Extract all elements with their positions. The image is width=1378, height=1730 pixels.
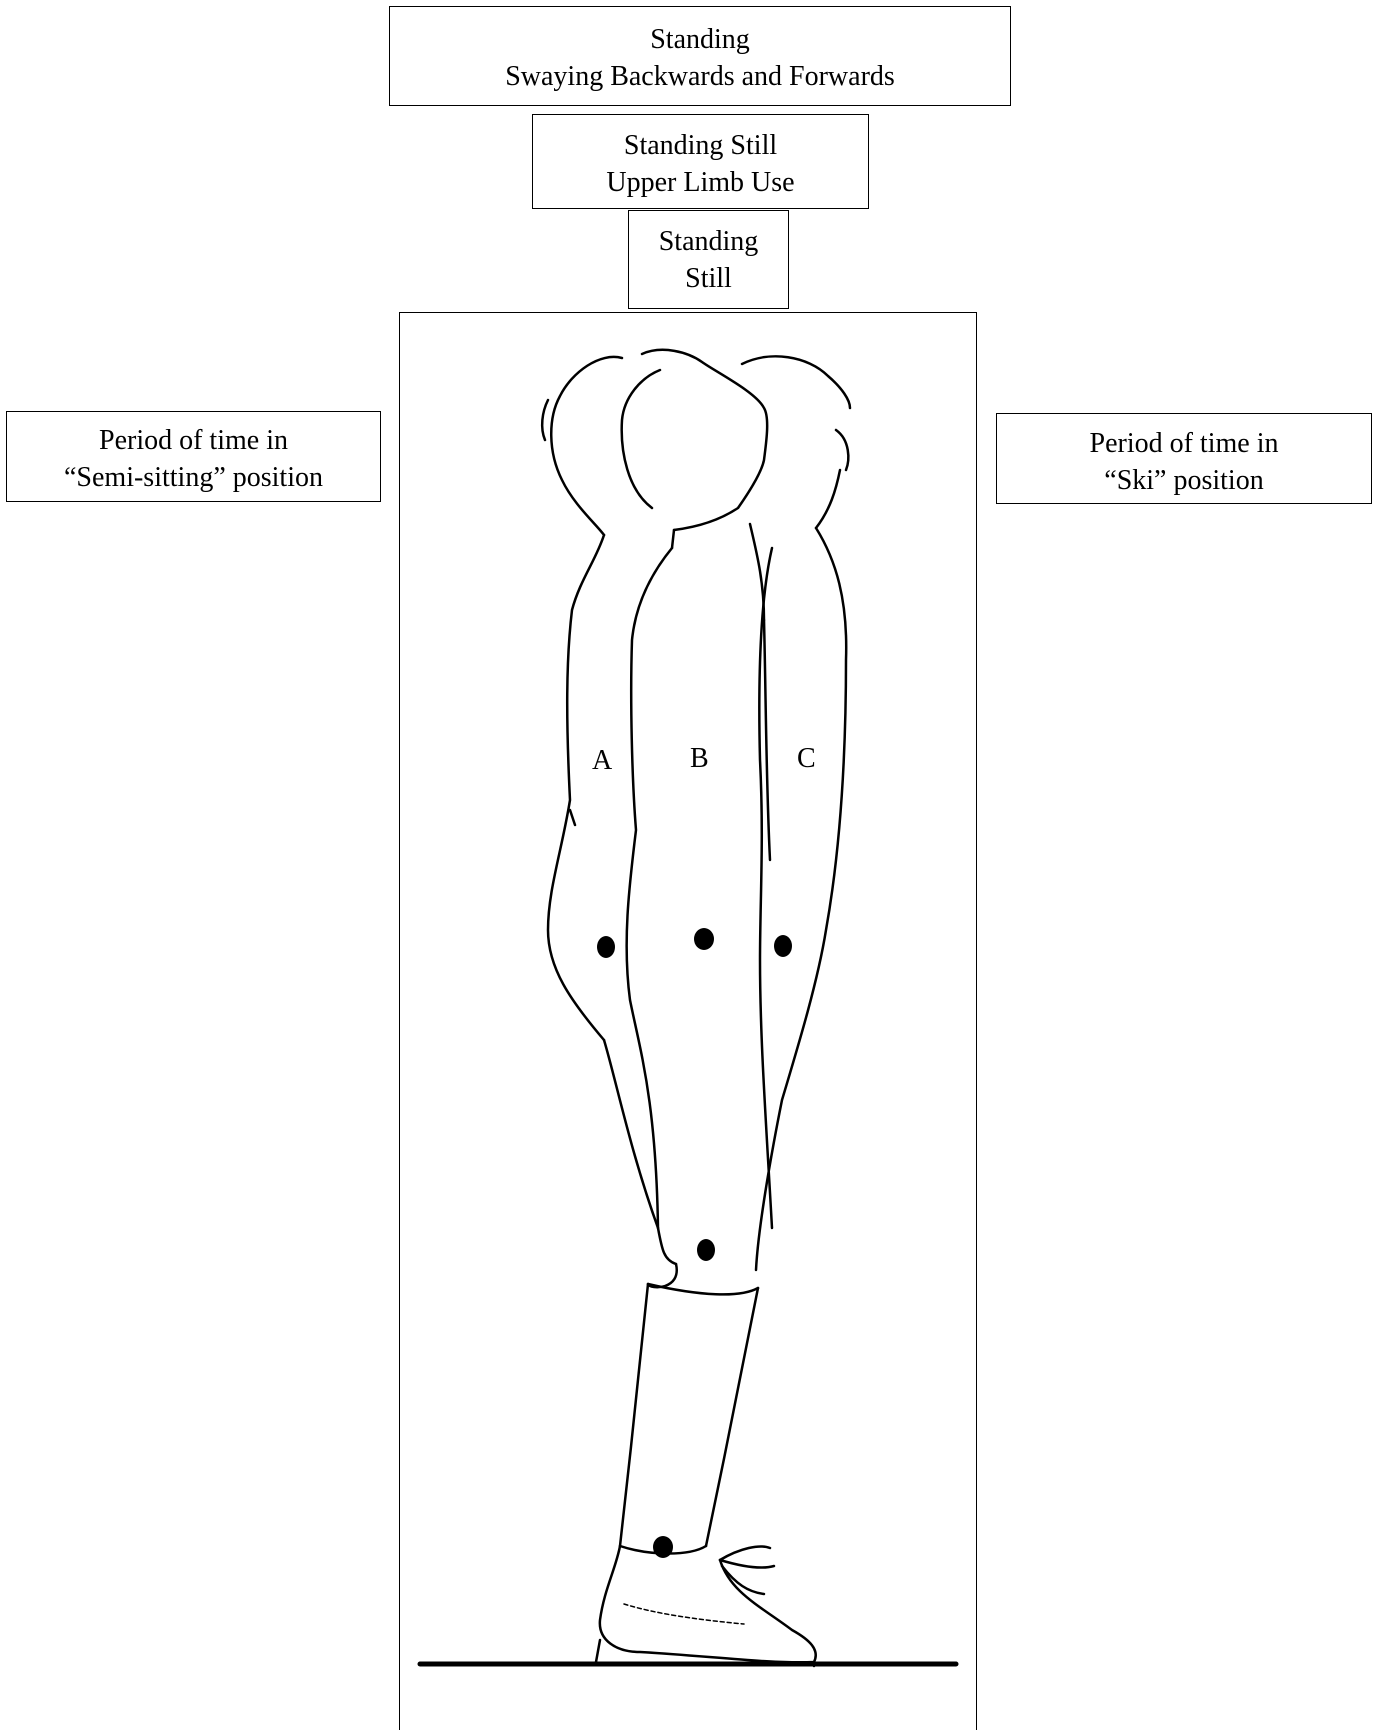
figure-b-outline <box>622 350 772 1228</box>
joint-marker-ankle <box>653 1536 673 1558</box>
position-label-c: C <box>797 744 816 774</box>
lower-leg-and-foot <box>596 1228 816 1666</box>
joint-marker-hip-a <box>597 936 615 958</box>
joint-marker-hip-c <box>774 935 792 957</box>
position-label-a: A <box>592 746 612 776</box>
figure-a-outline <box>542 357 658 1228</box>
joint-marker-knee <box>697 1239 715 1261</box>
figure-c-outline <box>742 356 850 1270</box>
position-label-b: B <box>690 744 709 774</box>
joint-marker-hip-b <box>694 928 714 950</box>
